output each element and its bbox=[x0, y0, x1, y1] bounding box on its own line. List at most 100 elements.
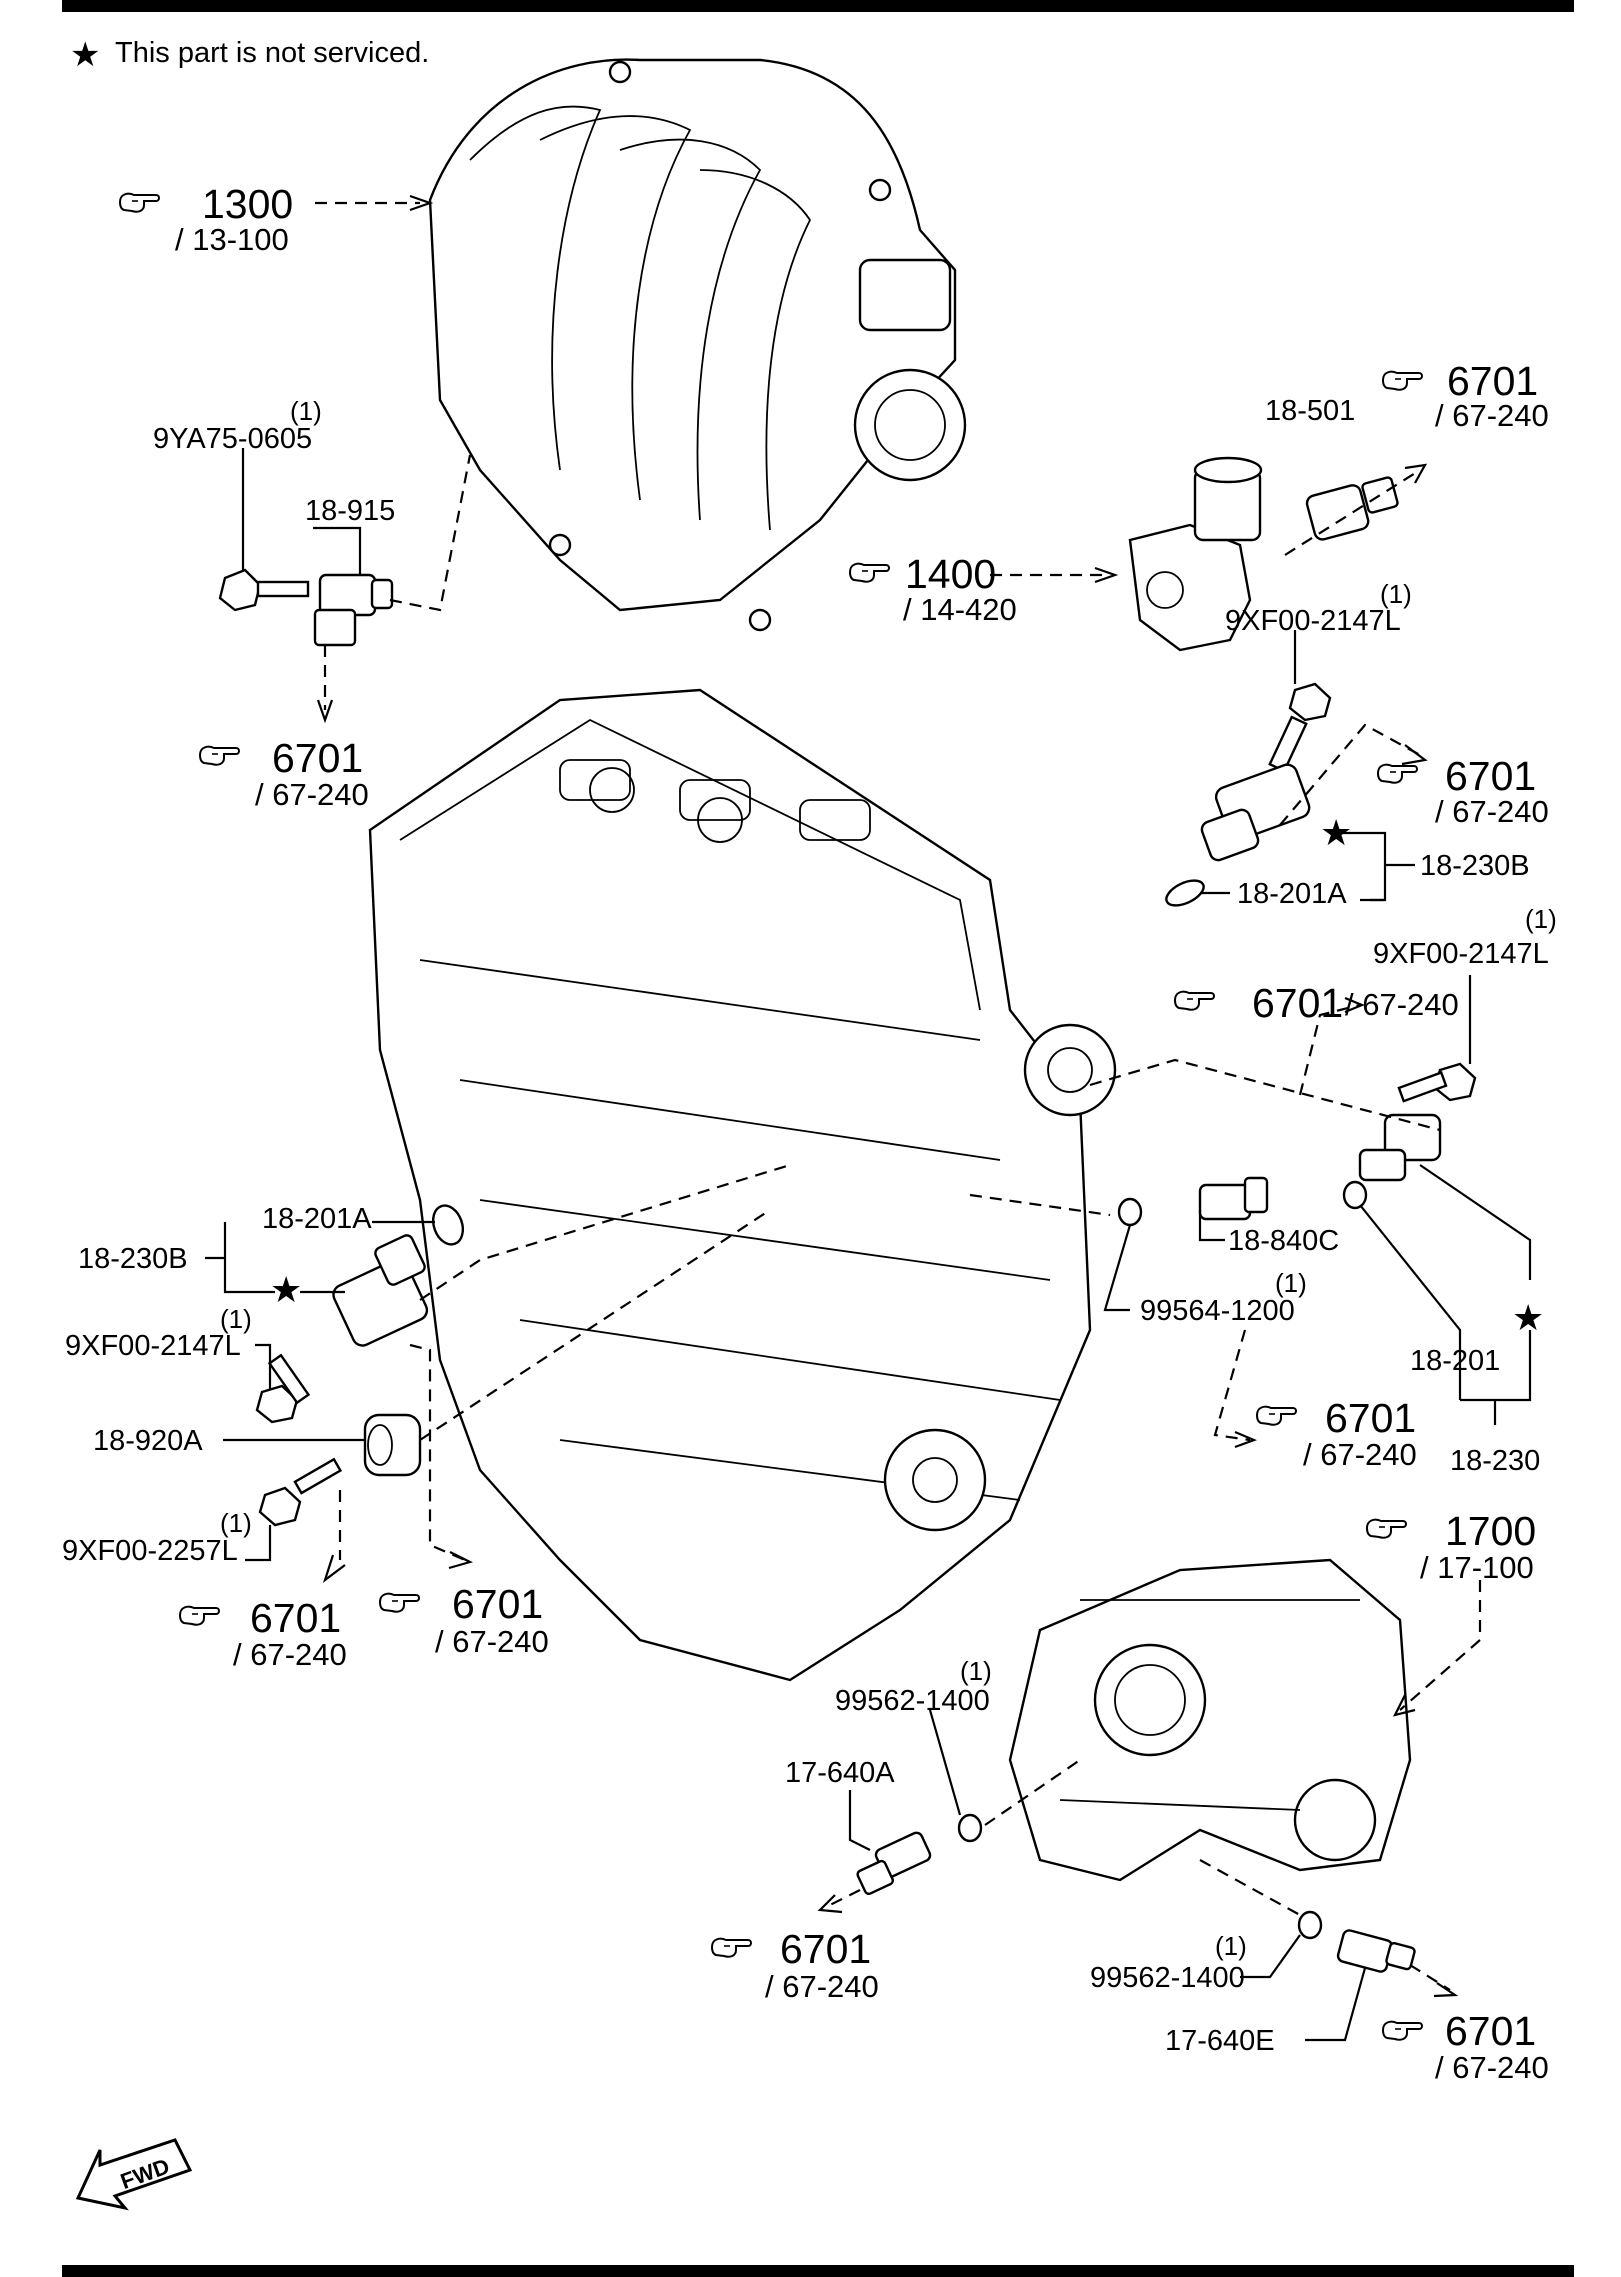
svg-text:6701: 6701 bbox=[1445, 2008, 1536, 2054]
bolt-9xf00-2147l-b bbox=[1397, 1062, 1477, 1103]
o-ring-18-201a-b bbox=[431, 1204, 465, 1246]
ref-6701-left-upper[interactable]: 6701 / 67-240 bbox=[199, 735, 369, 812]
ref-6701-bottom-center[interactable]: 6701 / 67-240 bbox=[711, 1926, 879, 2004]
svg-text:/ 14-420: / 14-420 bbox=[903, 592, 1017, 627]
svg-text:/ 67-240: / 67-240 bbox=[1435, 398, 1549, 433]
label-9xf00-2147l: 9XF00-2147L bbox=[1373, 938, 1549, 970]
hand-pointer-icon bbox=[1256, 1405, 1297, 1426]
oil-control-valve bbox=[1128, 456, 1263, 652]
sensor-18-840c bbox=[1198, 1176, 1269, 1221]
label-qty: (1) bbox=[290, 396, 322, 426]
svg-text:/ 67-240: / 67-240 bbox=[255, 777, 369, 812]
note: ★ This part is not serviced. bbox=[70, 36, 429, 74]
hand-pointer-icon bbox=[711, 1937, 752, 1958]
label-99562-1400: 99562-1400 bbox=[1090, 1962, 1245, 1994]
svg-text:/ 67-240: / 67-240 bbox=[435, 1624, 549, 1659]
label-18-201a: 18-201A bbox=[262, 1203, 372, 1235]
ref-6701-upper-right[interactable]: 6701 / 67-240 bbox=[1382, 358, 1549, 433]
svg-text:/ 67-240: / 67-240 bbox=[1435, 2050, 1549, 2085]
svg-text:/ 67-240: / 67-240 bbox=[1435, 794, 1549, 829]
svg-text:6701: 6701 bbox=[1252, 980, 1343, 1026]
o-ring-18-201a-a bbox=[1165, 879, 1205, 907]
label-99564-1200: 99564-1200 bbox=[1140, 1295, 1295, 1327]
hand-pointer-icon bbox=[849, 562, 890, 583]
sensor-18-915 bbox=[313, 573, 394, 647]
bottom-border bbox=[62, 2265, 1574, 2277]
ref-1300[interactable]: 1300 / 13-100 bbox=[119, 181, 293, 257]
o-ring-18-201 bbox=[1342, 1180, 1368, 1210]
note-star-icon: ★ bbox=[70, 36, 100, 74]
engine-block bbox=[368, 688, 1117, 1682]
svg-text:6701: 6701 bbox=[780, 1926, 871, 1972]
solenoid-18-501 bbox=[1305, 476, 1399, 541]
hand-pointer-icon bbox=[199, 745, 240, 766]
hand-pointer-icon bbox=[1377, 763, 1418, 784]
svg-text:1300: 1300 bbox=[202, 181, 293, 227]
label-18-230b: 18-230B bbox=[78, 1243, 188, 1275]
hand-pointer-icon bbox=[119, 192, 160, 213]
gasket-99562-1400-b bbox=[1297, 1910, 1323, 1940]
svg-text:/ 17-100: / 17-100 bbox=[1420, 1550, 1534, 1585]
intake-manifold bbox=[428, 58, 967, 632]
bolt-9xf00-2257l bbox=[258, 1457, 343, 1527]
label-17-640e: 17-640E bbox=[1165, 2025, 1275, 2057]
svg-text:/ 67-240: / 67-240 bbox=[1345, 987, 1459, 1022]
label-9xf00-2257l: 9XF00-2257L bbox=[62, 1535, 238, 1567]
star-icon: ★ bbox=[1320, 812, 1352, 853]
hand-pointer-icon bbox=[179, 1605, 220, 1626]
star-icon: ★ bbox=[270, 1269, 302, 1310]
transmission bbox=[1008, 1558, 1412, 1882]
label-9xf00-2147l: 9XF00-2147L bbox=[1225, 605, 1401, 637]
label-qty: (1) bbox=[220, 1304, 252, 1334]
ref-6701-right-lower[interactable]: 6701 / 67-240 bbox=[1256, 1395, 1417, 1472]
svg-text:/ 67-240: / 67-240 bbox=[765, 1969, 879, 2004]
gasket-99562-1400-a bbox=[957, 1813, 983, 1843]
svg-text:/ 13-100: / 13-100 bbox=[175, 222, 289, 257]
top-border bbox=[62, 0, 1574, 12]
label-9xf00-2147l: 9XF00-2147L bbox=[65, 1330, 241, 1362]
label-18-915: 18-915 bbox=[305, 495, 395, 527]
svg-text:6701: 6701 bbox=[250, 1595, 341, 1641]
ref-1700[interactable]: 1700 / 17-100 bbox=[1366, 1508, 1536, 1585]
hand-pointer-icon bbox=[379, 1592, 420, 1613]
svg-text:/ 67-240: / 67-240 bbox=[1303, 1437, 1417, 1472]
label-17-640a: 17-640A bbox=[785, 1757, 895, 1789]
forward-direction-arrow: FWD bbox=[75, 2138, 193, 2211]
svg-text:6701: 6701 bbox=[1325, 1395, 1416, 1441]
label-qty: (1) bbox=[1525, 904, 1557, 934]
label-18-840c: 18-840C bbox=[1228, 1225, 1339, 1257]
label-18-501: 18-501 bbox=[1265, 395, 1355, 427]
sensor-18-230b-a bbox=[1200, 763, 1311, 862]
ref-6701-bottom-right[interactable]: 6701 / 67-240 bbox=[1382, 2008, 1549, 2085]
svg-text:6701: 6701 bbox=[272, 735, 363, 781]
label-qty: (1) bbox=[220, 1508, 252, 1538]
leader-lines bbox=[205, 194, 1532, 2042]
svg-text:6701: 6701 bbox=[1447, 358, 1538, 404]
bolt-9xf00-2147l-a bbox=[1268, 682, 1332, 773]
ref-6701-left-lower-b[interactable]: 6701 / 67-240 bbox=[379, 1581, 549, 1659]
label-qty: (1) bbox=[1380, 579, 1412, 609]
label-9ya75-0605: 9YA75-0605 bbox=[153, 423, 312, 455]
label-18-201a: 18-201A bbox=[1237, 878, 1347, 910]
note-text: This part is not serviced. bbox=[115, 37, 429, 69]
label-18-230b: 18-230B bbox=[1420, 850, 1530, 882]
label-qty: (1) bbox=[1275, 1268, 1307, 1298]
ref-6701-right-mid[interactable]: 6701 / 67-240 bbox=[1377, 753, 1549, 829]
svg-text:1700: 1700 bbox=[1445, 1508, 1536, 1554]
label-99562-1400: 99562-1400 bbox=[835, 1685, 990, 1717]
sensor-18-920a bbox=[363, 1413, 422, 1477]
hand-pointer-icon bbox=[1174, 990, 1215, 1011]
svg-text:1400: 1400 bbox=[905, 551, 996, 597]
label-18-201: 18-201 bbox=[1410, 1345, 1500, 1377]
svg-text:6701: 6701 bbox=[1445, 753, 1536, 799]
bolt-9xf00-2147l-c bbox=[255, 1353, 311, 1424]
ref-6701-left-lower-a[interactable]: 6701 / 67-240 bbox=[179, 1595, 347, 1672]
gasket-99564-1200 bbox=[1117, 1197, 1143, 1227]
star-icon: ★ bbox=[1512, 1297, 1544, 1338]
switch-17-640e bbox=[1336, 1929, 1416, 1973]
ref-6701-right-center[interactable]: 6701 / 67-240 bbox=[1174, 980, 1459, 1026]
ref-1400[interactable]: 1400 / 14-420 bbox=[849, 551, 1017, 627]
svg-text:6701: 6701 bbox=[452, 1581, 543, 1627]
label-18-920a: 18-920A bbox=[93, 1425, 203, 1457]
